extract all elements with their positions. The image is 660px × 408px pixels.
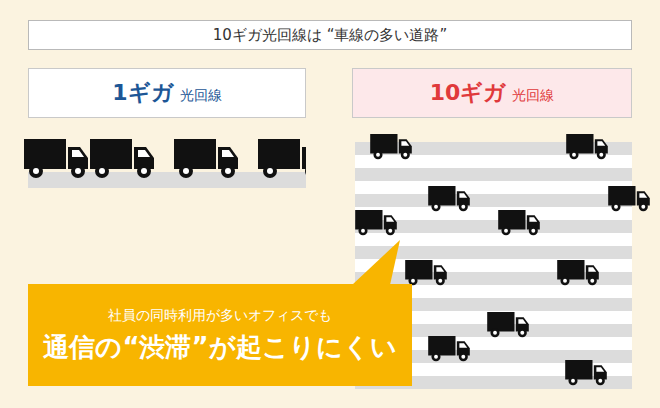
label-text: 通信の“渋滞”が起こりにくい: [43, 332, 396, 363]
header-box: 10ギガ光回線: [352, 68, 632, 118]
label-text: 10ギガ: [430, 80, 507, 106]
trucks: [24, 139, 306, 178]
header-box: 1ギガ光回線: [28, 68, 306, 118]
label-text: 社員の同時利用が多いオフィスでも: [108, 307, 332, 324]
title-box: 10ギガ光回線は “車線の多い道路”: [28, 20, 632, 50]
label-text: 1ギガ: [112, 80, 173, 106]
label-text: 光回線: [512, 87, 554, 104]
callout-pointer: [352, 240, 400, 285]
callout-box: 社員の同時利用が多いオフィスでも通信の“渋滞”が起こりにくい: [28, 284, 412, 386]
label-text: 光回線: [180, 87, 222, 104]
label-text: 10ギガ光回線は “車線の多い道路”: [213, 26, 447, 44]
